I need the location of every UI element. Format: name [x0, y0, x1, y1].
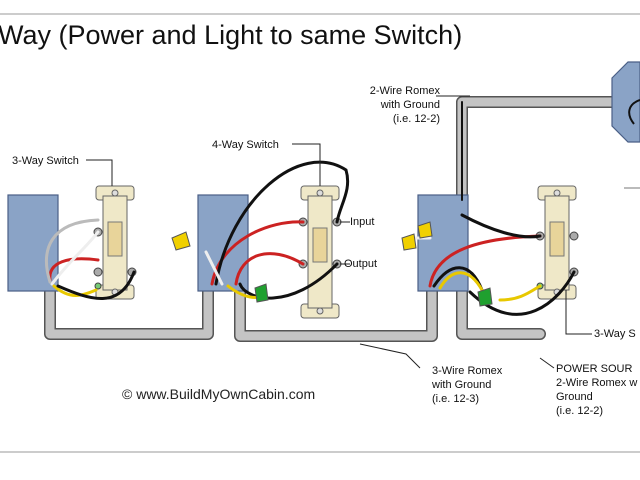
label-3way-switch-left: 3-Way Switch — [12, 155, 79, 167]
label-2wire-romex-line2: with Ground — [380, 99, 440, 111]
label-2wire-romex-line3: (i.e. 12-2) — [392, 113, 440, 125]
label-power-source-line3: Ground — [556, 391, 593, 403]
switch-right-3way — [535, 185, 579, 300]
label-power-source-line1: POWER SOUR — [556, 363, 633, 375]
label-power-source-line2: 2-Wire Romex w — [556, 377, 638, 389]
diagram-title: Way (Power and Light to same Switch) — [0, 20, 463, 50]
label-3wire-romex-line2: with Ground — [432, 379, 492, 391]
label-input: Input — [350, 216, 375, 228]
wire-nuts — [171, 221, 493, 307]
toggle-right — [549, 221, 565, 257]
switch-left-3way — [93, 185, 137, 300]
label-3wire-romex-line1: 3-Wire Romex — [432, 365, 503, 377]
toggle-left — [107, 221, 123, 257]
label-3wire-romex-line3: (i.e. 12-3) — [432, 393, 480, 405]
toggle-4way — [312, 227, 328, 263]
light-fixture — [611, 61, 640, 189]
label-2wire-romex-line1: 2-Wire Romex — [369, 85, 440, 97]
leader-lines — [86, 95, 592, 369]
label-3way-switch-right: 3-Way S — [594, 328, 636, 340]
junction-box-2 — [197, 194, 249, 292]
label-output: Output — [344, 258, 378, 270]
label-4way-switch: 4-Way Switch — [212, 139, 279, 151]
switch-4way — [298, 185, 342, 319]
copyright-text: © www.BuildMyOwnCabin.com — [122, 386, 316, 402]
label-power-source-line4: (i.e. 12-2) — [556, 405, 604, 417]
